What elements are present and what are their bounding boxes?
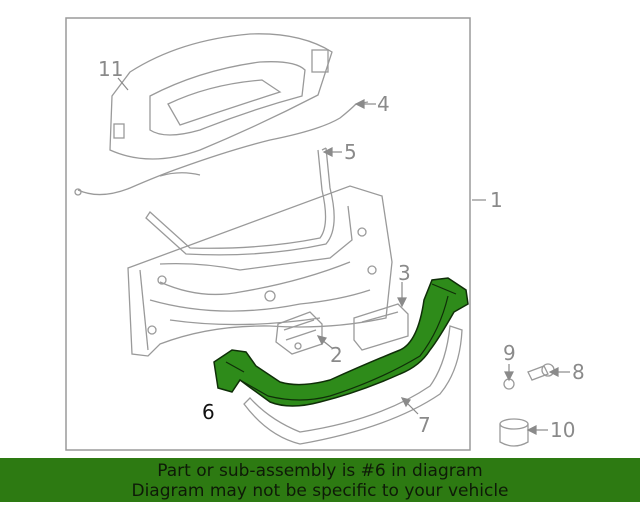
- leader-lines: [117, 77, 570, 435]
- callout-5: 5: [344, 140, 357, 164]
- callout-8: 8: [572, 360, 585, 384]
- callout-2: 2: [330, 343, 343, 367]
- part-6-bracket[interactable]: [213, 277, 469, 407]
- part-10-bushing[interactable]: [499, 418, 529, 447]
- part-7-lower-seal[interactable]: [243, 325, 463, 445]
- callout-7: 7: [418, 413, 431, 437]
- callout-11: 11: [98, 57, 123, 81]
- part-3-module[interactable]: [353, 303, 409, 351]
- callout-9: 9: [503, 341, 516, 365]
- info-banner: Part or sub-assembly is #6 in diagram Di…: [0, 458, 640, 502]
- callout-3: 3: [398, 261, 411, 285]
- callout-4: 4: [377, 92, 390, 116]
- callout-10: 10: [550, 418, 575, 442]
- parts-diagram: 1 2 3 4 5 6 7 8 9 10 11: [65, 17, 585, 451]
- part-1-frame-assembly[interactable]: [127, 185, 393, 357]
- callout-1: 1: [490, 188, 503, 212]
- banner-line-1: Part or sub-assembly is #6 in diagram: [157, 461, 483, 481]
- part-5-seal[interactable]: [145, 147, 335, 256]
- part-11-cover[interactable]: [109, 33, 333, 160]
- banner-line-2: Diagram may not be specific to your vehi…: [131, 481, 509, 501]
- callout-6: 6: [202, 400, 215, 424]
